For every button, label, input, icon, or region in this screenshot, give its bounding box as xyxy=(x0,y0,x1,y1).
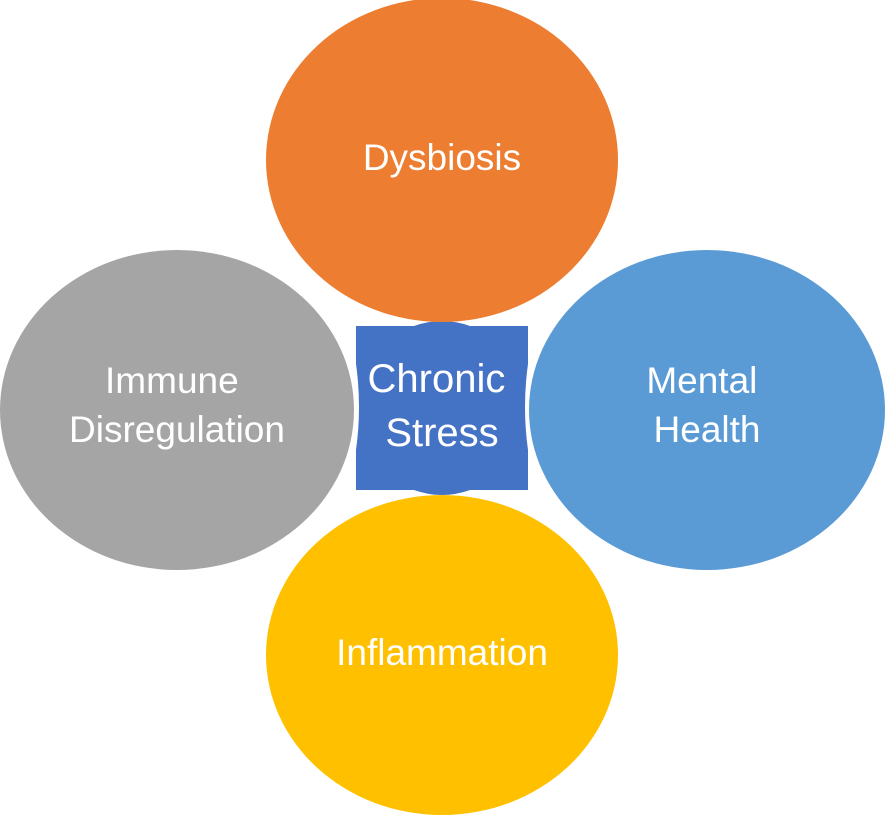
label-chronic-stress: Chronic Stress xyxy=(368,357,517,455)
label-inflammation-line: Inflammation xyxy=(336,632,548,673)
label-center-line1: Chronic xyxy=(368,357,506,401)
label-mental-health-line1: Mental xyxy=(646,360,757,401)
label-immune-line1: Immune xyxy=(105,360,239,401)
label-immune-disregulation: Immune Disregulation xyxy=(69,360,285,450)
node-immune-disregulation xyxy=(0,250,354,570)
center-square xyxy=(356,321,528,495)
label-dysbiosis-line: Dysbiosis xyxy=(363,137,521,178)
node-dysbiosis xyxy=(266,0,618,322)
label-inflammation: Inflammation xyxy=(336,632,548,673)
label-immune-line2: Disregulation xyxy=(69,409,285,450)
label-dysbiosis: Dysbiosis xyxy=(363,137,521,178)
label-center-line2: Stress xyxy=(385,411,498,455)
node-mental-health xyxy=(529,250,885,570)
label-mental-health-line2: Health xyxy=(654,409,761,450)
node-inflammation xyxy=(266,495,618,815)
label-mental-health: Mental Health xyxy=(646,360,767,450)
